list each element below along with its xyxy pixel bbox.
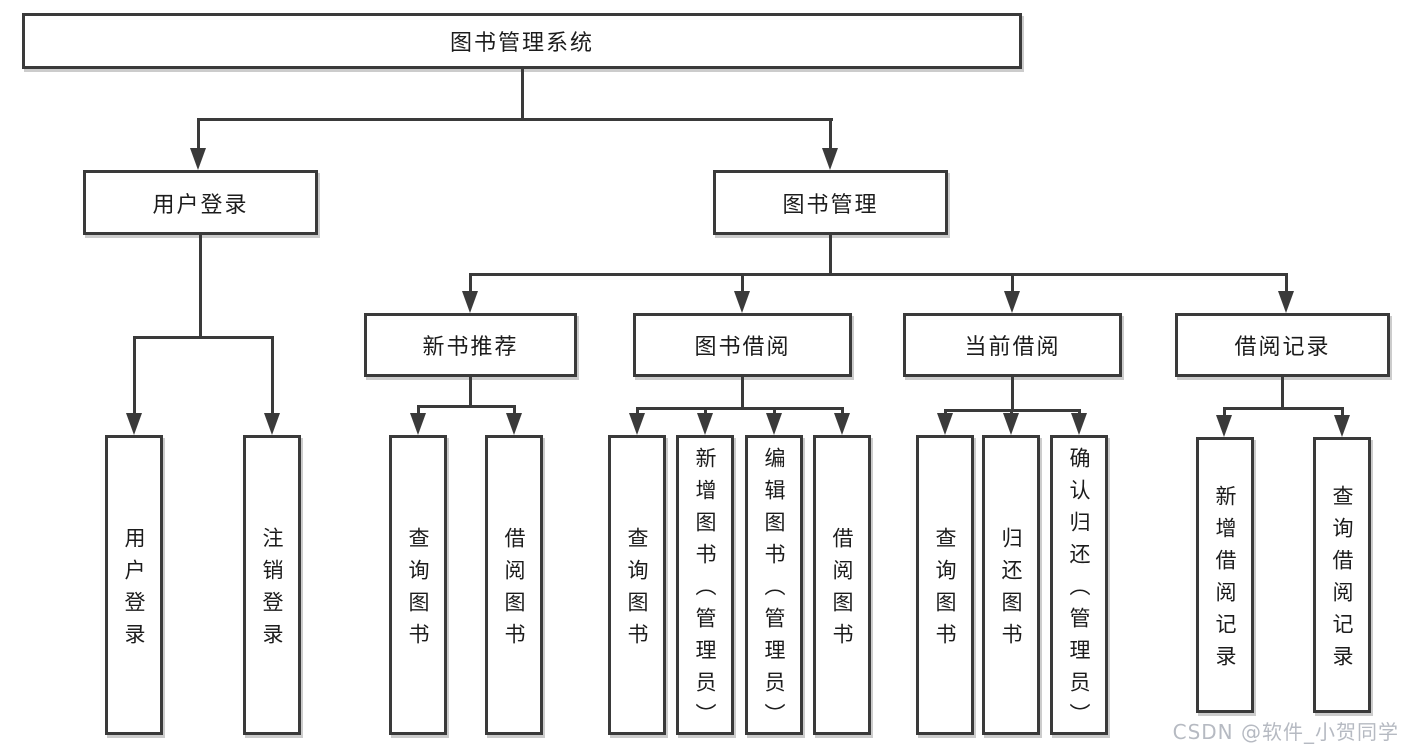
node-label: 查询图书: [625, 526, 649, 655]
node-leaf-query-books-1: 查询图书: [389, 435, 447, 735]
node-label: 查询图书: [406, 526, 430, 655]
connector-line: [829, 235, 832, 273]
node-label: 图书管理: [782, 192, 879, 218]
arrow-down-icon: [410, 413, 426, 435]
connector-line: [1341, 407, 1344, 417]
arrow-down-icon: [822, 148, 838, 170]
node-leaf-add-book-admin: 新增图书（管理员）: [676, 435, 734, 735]
node-label: 用户登录: [122, 526, 146, 655]
arrow-down-icon: [1003, 413, 1019, 435]
node-label: 归还图书: [999, 526, 1023, 655]
arrow-down-icon: [1004, 291, 1020, 313]
connector-line: [197, 118, 833, 121]
node-label: 新书推荐: [422, 335, 519, 360]
node-leaf-add-borrow-record: 新增借阅记录: [1196, 437, 1254, 713]
connector-line: [741, 273, 744, 293]
node-label: 注销登录: [260, 526, 284, 655]
node-label: 当前借阅: [964, 335, 1061, 360]
arrow-down-icon: [1071, 413, 1087, 435]
node-label: 借阅记录: [1234, 335, 1331, 360]
node-label: 查询图书: [933, 526, 957, 655]
connector-line: [1010, 409, 1013, 415]
arrow-down-icon: [937, 413, 953, 435]
node-leaf-confirm-return-admin: 确认归还（管理员）: [1050, 435, 1108, 735]
connector-line: [1223, 407, 1344, 410]
connector-line: [469, 273, 1288, 276]
arrow-down-icon: [697, 413, 713, 435]
connector-line: [1285, 273, 1288, 293]
connector-line: [417, 405, 516, 408]
arrow-down-icon: [264, 413, 280, 435]
node-new-book-recommend: 新书推荐: [364, 313, 577, 377]
connector-line: [1011, 273, 1014, 293]
node-borrow-records: 借阅记录: [1175, 313, 1390, 377]
arrow-down-icon: [1278, 291, 1294, 313]
node-leaf-borrow-books-1: 借阅图书: [485, 435, 543, 735]
connector-line: [521, 69, 524, 118]
node-leaf-user-login: 用户登录: [105, 435, 163, 735]
connector-line: [636, 407, 639, 415]
connector-line: [944, 409, 947, 415]
connector-line: [271, 336, 274, 415]
arrow-down-icon: [1216, 415, 1232, 437]
arrow-down-icon: [1334, 415, 1350, 437]
node-label: 确认归还（管理员）: [1067, 446, 1091, 735]
arrow-down-icon: [834, 413, 850, 435]
connector-line: [469, 273, 472, 293]
connector-line: [636, 407, 844, 410]
node-label: 新增借阅记录: [1213, 484, 1237, 677]
node-label: 用户登录: [152, 192, 249, 218]
node-label: 编辑图书（管理员）: [762, 446, 786, 735]
arrow-down-icon: [126, 413, 142, 435]
node-leaf-query-borrow-record: 查询借阅记录: [1313, 437, 1371, 713]
connector-line: [741, 377, 744, 407]
node-book-management: 图书管理: [713, 170, 948, 235]
connector-line: [133, 336, 136, 415]
connector-line: [829, 118, 832, 150]
node-leaf-query-books-2: 查询图书: [608, 435, 666, 735]
arrow-down-icon: [506, 413, 522, 435]
node-label: 借阅图书: [830, 526, 854, 655]
node-label: 图书管理系统: [449, 31, 594, 56]
connector-line: [841, 407, 844, 415]
arrow-down-icon: [629, 413, 645, 435]
connector-line: [133, 336, 274, 339]
node-leaf-edit-book-admin: 编辑图书（管理员）: [745, 435, 803, 735]
node-label: 图书借阅: [694, 335, 791, 360]
node-book-borrow: 图书借阅: [633, 313, 852, 377]
connector-line: [417, 405, 420, 415]
connector-line: [1223, 407, 1226, 417]
connector-line: [704, 407, 707, 415]
connector-line: [469, 377, 472, 405]
node-user-login: 用户登录: [83, 170, 318, 235]
csdn-watermark: CSDN @软件_小贺同学: [1172, 720, 1399, 744]
node-leaf-return-book: 归还图书: [982, 435, 1040, 735]
connector-line: [199, 235, 202, 336]
connector-line: [1011, 377, 1014, 409]
connector-line: [1281, 377, 1284, 407]
node-label: 查询借阅记录: [1330, 484, 1354, 677]
arrow-down-icon: [766, 413, 782, 435]
node-label: 新增图书（管理员）: [693, 446, 717, 735]
connector-line: [773, 407, 776, 415]
node-current-borrow: 当前借阅: [903, 313, 1122, 377]
node-leaf-borrow-books-2: 借阅图书: [813, 435, 871, 735]
arrow-down-icon: [734, 291, 750, 313]
connector-line: [1078, 409, 1081, 415]
connector-line: [513, 405, 516, 415]
arrow-down-icon: [462, 291, 478, 313]
node-leaf-query-books-3: 查询图书: [916, 435, 974, 735]
node-root-library-system: 图书管理系统: [22, 13, 1022, 69]
node-leaf-logout: 注销登录: [243, 435, 301, 735]
connector-line: [197, 118, 200, 150]
arrow-down-icon: [190, 148, 206, 170]
node-label: 借阅图书: [502, 526, 526, 655]
